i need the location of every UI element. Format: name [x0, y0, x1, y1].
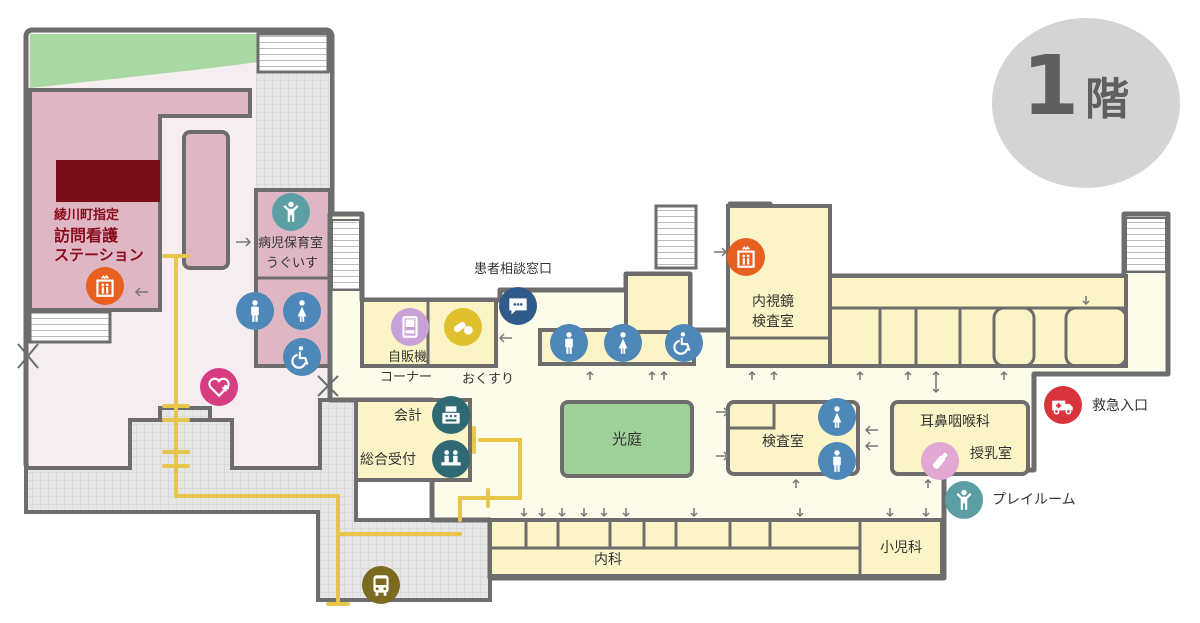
elevator-icon: [727, 238, 765, 276]
male-toilet-icon: [818, 442, 856, 480]
vending-icon: [391, 308, 429, 346]
endoscopy-label-1: 内視鏡: [752, 294, 794, 310]
courtyard-label: 光庭: [612, 430, 643, 448]
reception-label: 総合受付: [360, 452, 416, 468]
internal-medicine-label: 内科: [594, 552, 622, 568]
emergency-entrance-label: 救急入口: [1092, 398, 1148, 414]
door-markers: [17, 343, 339, 397]
patient-consult-label: 患者相談窓口: [474, 262, 553, 277]
vending-label-2: コーナー: [380, 370, 433, 385]
visiting-nurse-label-2: 訪問看護: [54, 226, 119, 245]
vending-label-1: 自販機: [388, 350, 428, 365]
playroom-icon: [945, 481, 983, 519]
playroom-label: プレイルーム: [992, 492, 1076, 508]
female-toilet-icon: [604, 324, 642, 362]
medicine-icon: [444, 308, 482, 346]
baby-bottle-icon: [921, 442, 959, 480]
uguisu-label: うぐいす: [266, 256, 319, 271]
ambulance-icon: [1044, 386, 1082, 424]
accounting-label: 会計: [394, 408, 422, 424]
accessible-toilet-icon: [283, 338, 321, 376]
visiting-nurse-label-1: 綾川町指定: [54, 208, 120, 223]
bus-icon: [362, 566, 400, 604]
exam-room-label: 検査室: [762, 434, 804, 450]
endoscopy-label-2: 検査室: [752, 314, 794, 330]
floor-suffix: 階: [1085, 74, 1130, 125]
male-toilet-icon: [550, 324, 588, 362]
floor-number: 1: [1022, 39, 1080, 134]
visiting-nurse-label-3: ステーション: [54, 246, 144, 264]
nursing-room-label: 授乳室: [970, 446, 1012, 462]
floor-badge: [992, 18, 1180, 188]
female-toilet-icon: [283, 292, 321, 330]
floor-indicator: 1 階: [1022, 46, 1162, 128]
main-building: [327, 201, 1171, 581]
elevator-icon: [86, 267, 124, 305]
accessibility-route: [162, 254, 522, 606]
reception-icon: [432, 440, 470, 478]
sick-child-care-label: 病児保育室: [258, 236, 324, 251]
direction-arrows: [134, 237, 1090, 518]
cashier-icon: [432, 396, 470, 434]
heart-plus-icon: [200, 368, 238, 406]
child-care-icon: [272, 193, 310, 231]
pediatrics-label: 小児科: [880, 540, 922, 556]
ent-label: 耳鼻咽喉科: [920, 414, 990, 430]
consultation-icon: [499, 287, 537, 325]
male-toilet-icon: [236, 292, 274, 330]
accessible-toilet-icon: [665, 324, 703, 362]
pharmacy-label: おくすり: [462, 372, 515, 387]
female-toilet-icon: [818, 398, 856, 436]
